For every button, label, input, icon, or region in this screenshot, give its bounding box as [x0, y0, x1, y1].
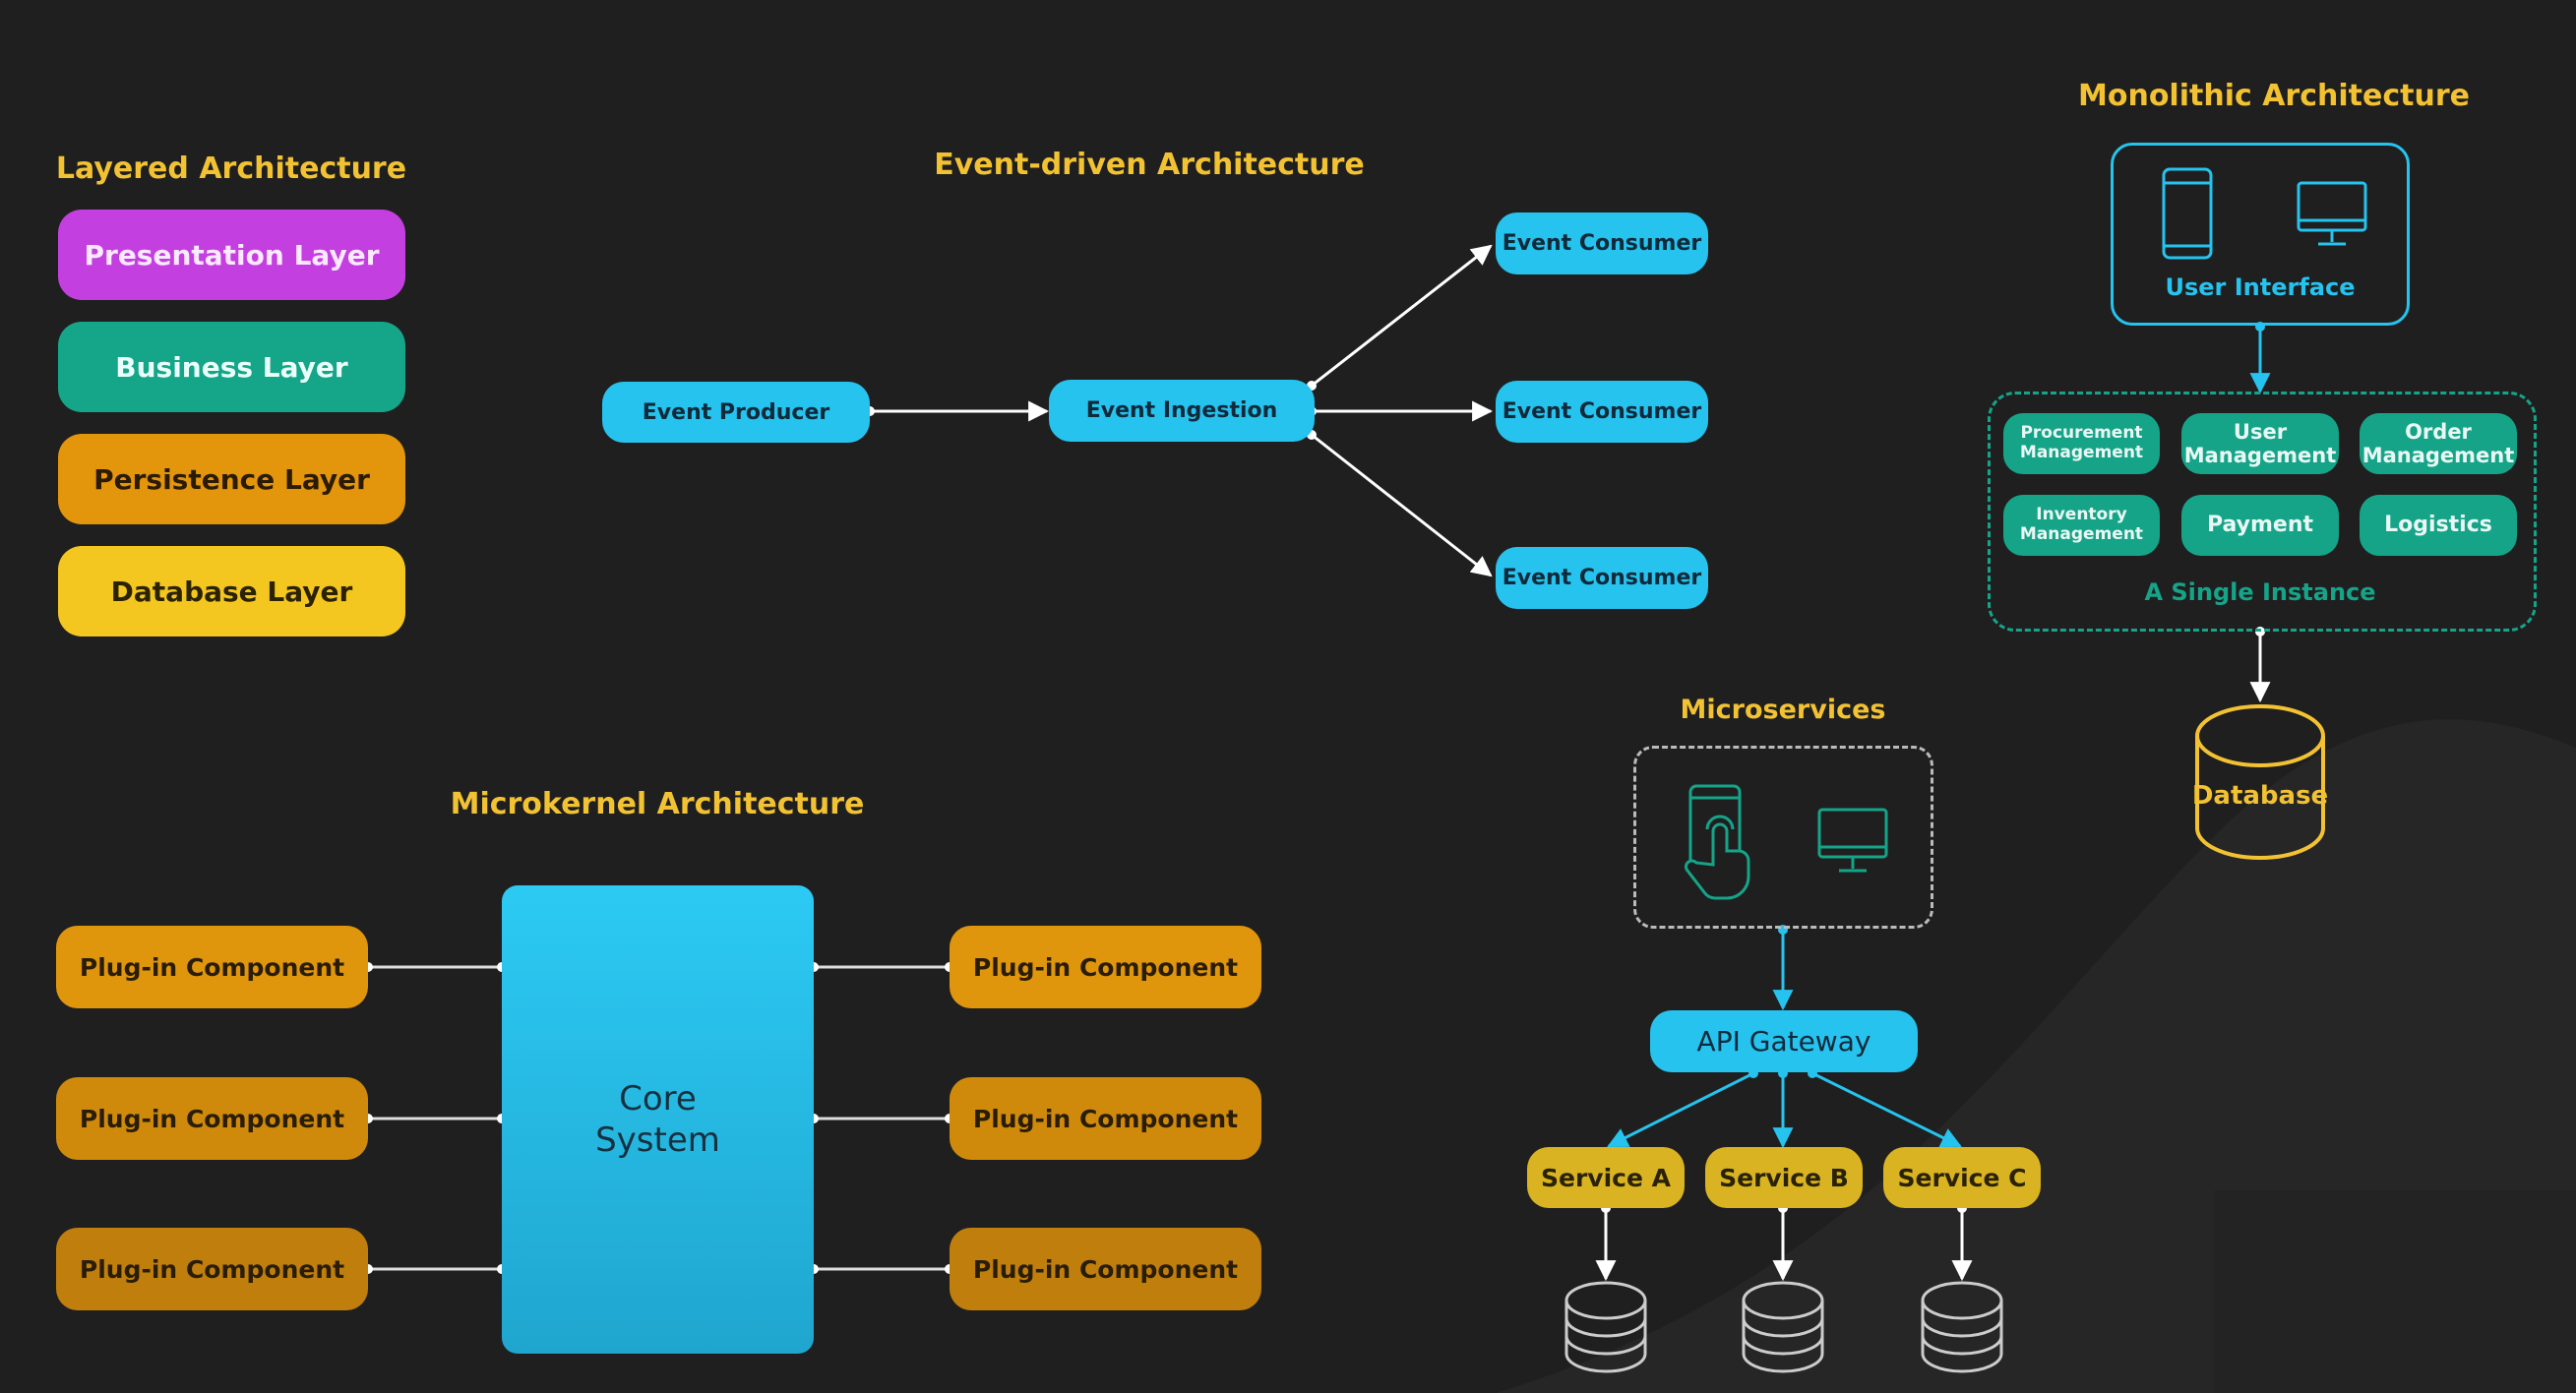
- database-layer: Database Layer: [58, 546, 405, 636]
- desktop-monitor-icon: [1817, 808, 1888, 873]
- event-ingestion: Event Ingestion: [1049, 380, 1315, 442]
- single-instance-label: A Single Instance: [2144, 578, 2376, 606]
- microservices-client-devices: [1685, 784, 1888, 900]
- event-consumer-2: Event Consumer: [1496, 381, 1708, 443]
- user-interface-frame: User Interface: [2111, 143, 2410, 326]
- plugin-component-left-1: Plug-in Component: [56, 926, 368, 1008]
- layered-architecture-title: Layered Architecture: [55, 151, 407, 186]
- microkernel-architecture-title: Microkernel Architecture: [450, 787, 865, 821]
- microservices-title: Microservices: [1680, 695, 1886, 725]
- touch-phone-icon: [1685, 784, 1750, 900]
- database-label: Database: [2191, 781, 2329, 811]
- plugin-component-right-3: Plug-in Component: [950, 1228, 1261, 1310]
- business-layer: Business Layer: [58, 322, 405, 412]
- user-interface-label: User Interface: [2165, 273, 2356, 301]
- event-consumer-3: Event Consumer: [1496, 547, 1708, 609]
- event-consumer-1: Event Consumer: [1496, 212, 1708, 274]
- event-producer: Event Producer: [602, 382, 870, 443]
- payment-module: Payment: [2181, 495, 2339, 556]
- monolithic-architecture-title: Monolithic Architecture: [2078, 79, 2470, 113]
- service-c: Service C: [1883, 1147, 2041, 1208]
- plugin-component-left-2: Plug-in Component: [56, 1077, 368, 1160]
- client-devices: [2162, 167, 2367, 260]
- presentation-layer: Presentation Layer: [58, 210, 405, 300]
- mobile-phone-icon: [2162, 167, 2213, 260]
- plugin-component-right-1: Plug-in Component: [950, 926, 1261, 1008]
- service-a: Service A: [1527, 1147, 1685, 1208]
- microservices-clients-frame: [1633, 746, 1933, 929]
- desktop-monitor-icon: [2297, 181, 2367, 246]
- api-gateway: API Gateway: [1650, 1010, 1918, 1072]
- logistics-module: Logistics: [2360, 495, 2517, 556]
- single-instance-frame: [1988, 392, 2537, 632]
- service-b: Service B: [1705, 1147, 1863, 1208]
- persistence-layer: Persistence Layer: [58, 434, 405, 524]
- event-driven-architecture-title: Event-driven Architecture: [934, 148, 1365, 182]
- plugin-component-right-2: Plug-in Component: [950, 1077, 1261, 1160]
- plugin-component-left-3: Plug-in Component: [56, 1228, 368, 1310]
